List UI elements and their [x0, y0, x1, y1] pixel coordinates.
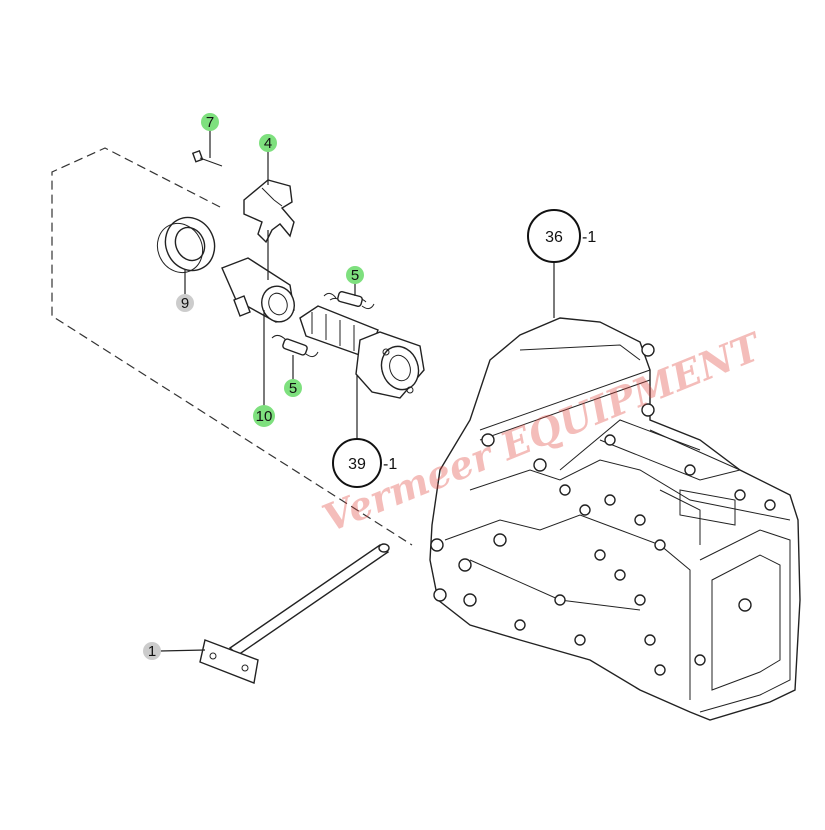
callout-badge-bg [143, 642, 161, 660]
callout-label: 5 [351, 267, 359, 284]
bearing-holder [221, 257, 295, 323]
callout-label: 10 [256, 408, 273, 425]
bolt [191, 149, 223, 167]
callout-5a[interactable]: 5 [346, 266, 364, 284]
spring-upper [323, 291, 375, 310]
callout-badge-bg [284, 379, 302, 397]
callout-badges: 7 4 9 5 5 10 1 [143, 113, 364, 660]
shaft-assembly [199, 543, 390, 684]
reference-circle [527, 209, 581, 263]
callout-label: 4 [264, 135, 272, 152]
callout-badge-bg [259, 134, 277, 152]
reference-39[interactable]: 39 -1 [332, 438, 397, 488]
callout-7[interactable]: 7 [201, 113, 219, 131]
clutch-sleeve [299, 305, 425, 399]
assembly-boundary [51, 147, 413, 546]
callout-4[interactable]: 4 [259, 134, 277, 152]
callout-label: 1 [148, 643, 156, 660]
callout-label: 9 [181, 295, 189, 312]
transmission-housing [429, 317, 801, 721]
callout-label: 7 [206, 114, 214, 131]
reference-36[interactable]: 36 -1 [527, 209, 596, 263]
reference-suffix: -1 [383, 456, 397, 473]
leader-lines [159, 130, 555, 652]
callout-10[interactable]: 10 [253, 405, 275, 427]
callout-1[interactable]: 1 [143, 642, 161, 660]
oil-seal [156, 216, 216, 273]
callout-5b[interactable]: 5 [284, 379, 302, 397]
callout-badge-bg [201, 113, 219, 131]
callout-badge-bg [346, 266, 364, 284]
reference-circle [332, 438, 382, 488]
reference-suffix: -1 [582, 229, 596, 246]
reference-number: 39 [348, 456, 366, 473]
callout-badge-bg [176, 294, 194, 312]
callout-badge-bg [253, 405, 275, 427]
reference-circles: 36 -1 39 -1 [332, 209, 596, 488]
spring-lower [271, 334, 319, 358]
shift-fork [243, 179, 295, 244]
reference-number: 36 [545, 229, 563, 246]
callout-9[interactable]: 9 [176, 294, 194, 312]
callout-label: 5 [289, 380, 297, 397]
